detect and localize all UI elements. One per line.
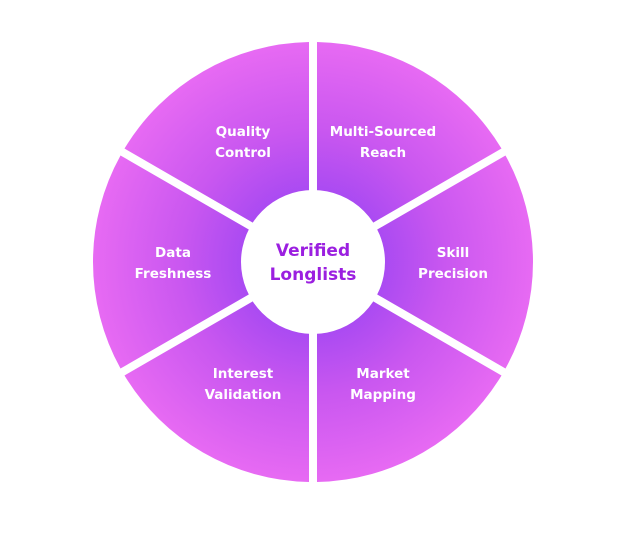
segment-label-5-line2: Freshness bbox=[135, 266, 212, 282]
segment-label-2-line1: Skill bbox=[437, 245, 470, 261]
segment-label-5-line1: Data bbox=[155, 245, 191, 261]
wheel-segment-1 bbox=[316, 42, 502, 224]
wheel-segment-2 bbox=[375, 155, 533, 369]
segment-label-1-line1: Multi-Sourced bbox=[330, 124, 436, 140]
segment-label-1-line2: Reach bbox=[360, 145, 406, 161]
segment-label-6-line2: Control bbox=[215, 145, 271, 161]
segment-label-3-line1: Market bbox=[356, 366, 410, 382]
segment-label-2-line2: Precision bbox=[418, 266, 488, 282]
wheel-segment-5 bbox=[93, 155, 251, 369]
segment-label-4-line2: Validation bbox=[205, 387, 282, 403]
center-label-line2: Longlists bbox=[270, 265, 357, 285]
center-label-line1: Verified bbox=[276, 241, 350, 261]
wheel-segment-6 bbox=[124, 42, 310, 224]
labels-layer: Multi-SourcedReachSkillPrecisionMarketMa… bbox=[135, 124, 488, 403]
center-circle bbox=[241, 190, 385, 334]
segment-label-6-line1: Quality bbox=[216, 124, 271, 140]
segment-label-3-line2: Mapping bbox=[350, 387, 416, 403]
wheel-segment-3 bbox=[316, 300, 502, 482]
segments-layer bbox=[93, 42, 533, 482]
segment-label-4-line1: Interest bbox=[213, 366, 274, 382]
wheel-segment-4 bbox=[124, 300, 310, 482]
